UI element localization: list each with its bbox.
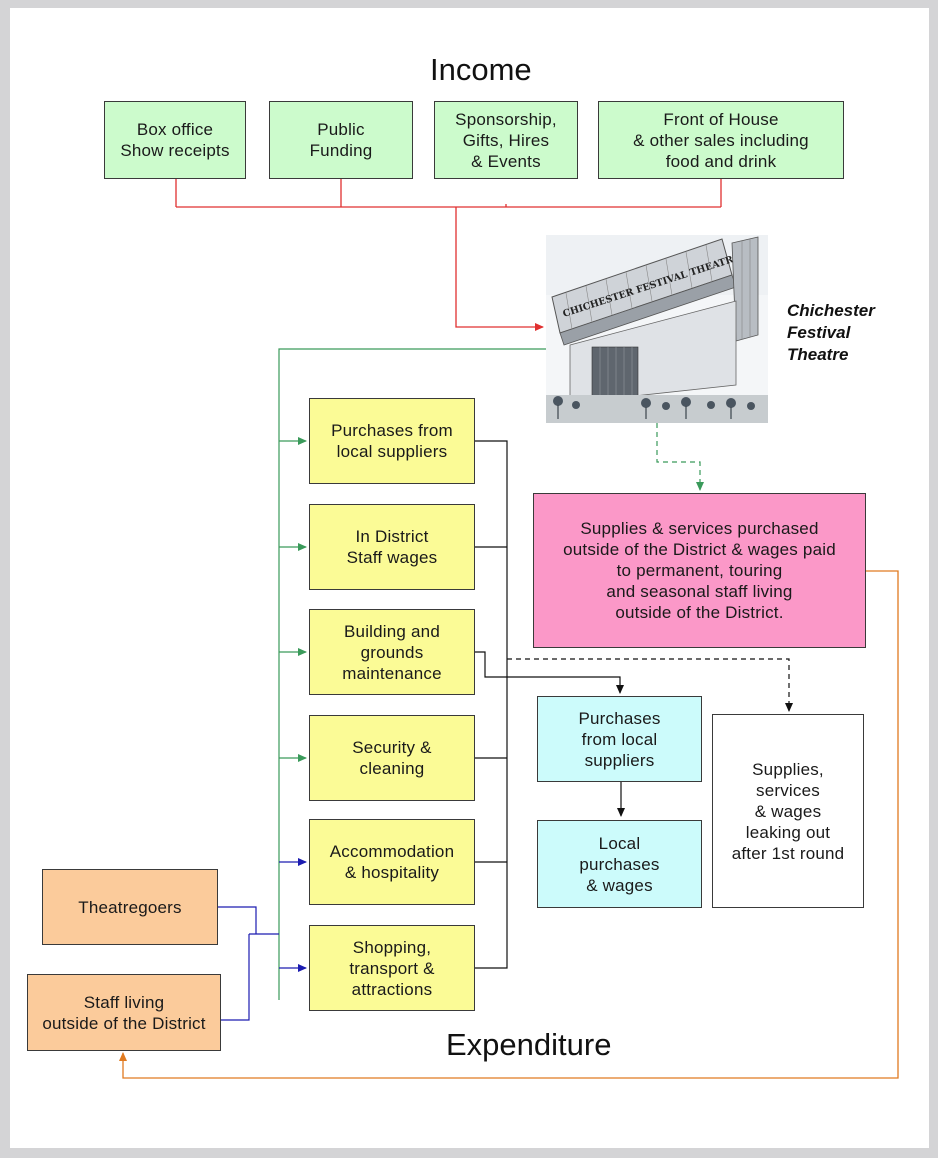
expenditure-box-security-cleaning: Security & cleaning (309, 715, 475, 801)
income-title: Income (430, 52, 532, 87)
theatregoers-box: Theatregoers (42, 869, 218, 945)
income-box-public-funding: Public Funding (269, 101, 413, 179)
second-round-local-box: Local purchases & wages (537, 820, 702, 908)
leakage-box: Supplies, services & wages leaking out a… (712, 714, 864, 908)
theatre-illustration: CHICHESTER FESTIVAL THEATRE (546, 235, 768, 423)
expenditure-title: Expenditure (446, 1027, 612, 1062)
expenditure-box-local-suppliers: Purchases from local suppliers (309, 398, 475, 484)
income-box-box-office: Box office Show receipts (104, 101, 246, 179)
outside-district-spend-box: Supplies & services purchased outside of… (533, 493, 866, 648)
second-round-purchases-box: Purchases from local suppliers (537, 696, 702, 782)
staff-outside-district-box: Staff living outside of the District (27, 974, 221, 1051)
theatre-label: Chichester Festival Theatre (787, 301, 875, 364)
income-box-front-of-house: Front of House & other sales including f… (598, 101, 844, 179)
expenditure-box-shopping: Shopping, transport & attractions (309, 925, 475, 1011)
expenditure-box-building-maintenance: Building and grounds maintenance (309, 609, 475, 695)
expenditure-box-accommodation: Accommodation & hospitality (309, 819, 475, 905)
income-box-sponsorship: Sponsorship, Gifts, Hires & Events (434, 101, 578, 179)
expenditure-box-staff-wages: In District Staff wages (309, 504, 475, 590)
